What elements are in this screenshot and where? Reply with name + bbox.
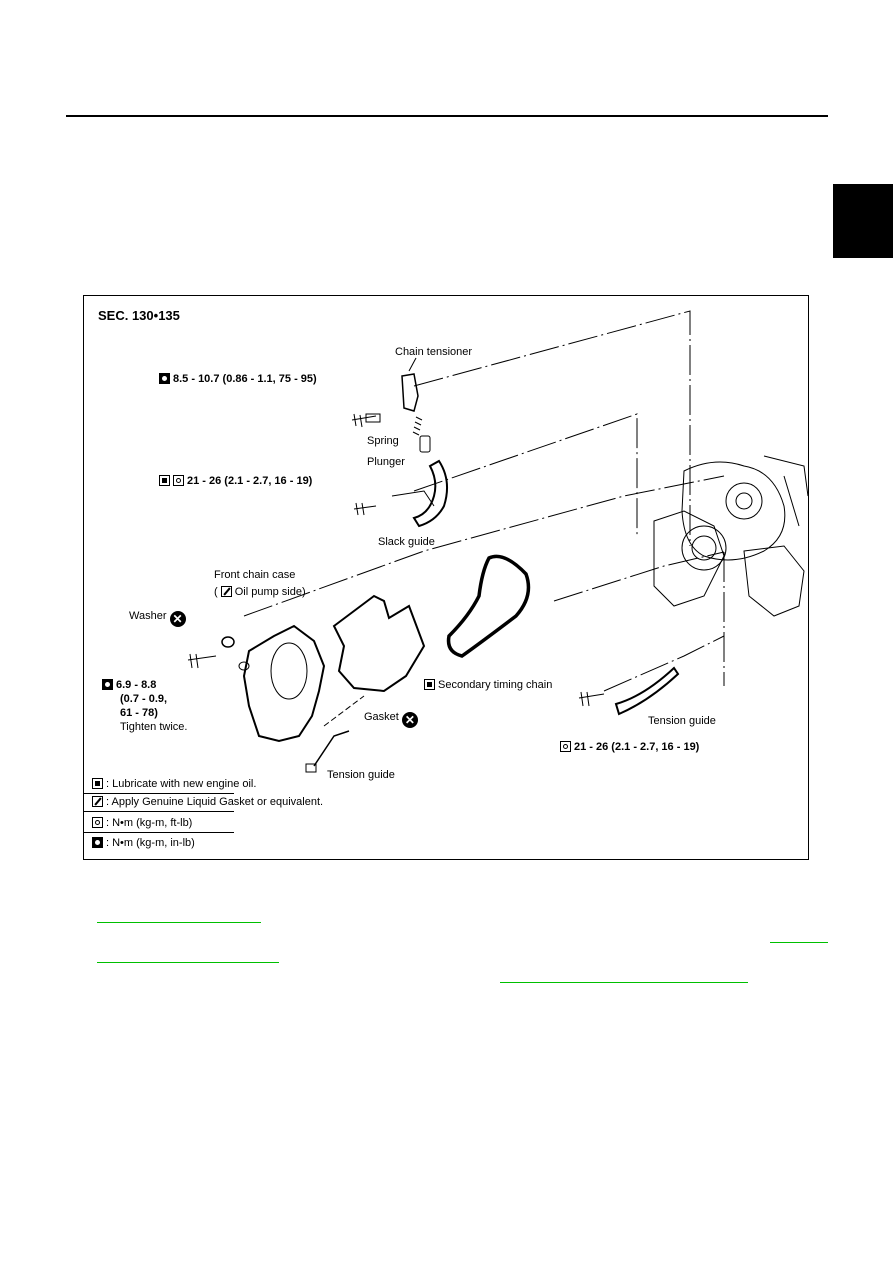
secondary-timing-chain-text: Secondary timing chain	[438, 679, 553, 691]
torque-value: 8.5 - 10.7 (0.86 - 1.1, 75 - 95)	[173, 373, 317, 385]
torque-tensioner-callout: 8.5 - 10.7 (0.86 - 1.1, 75 - 95)	[159, 373, 317, 386]
legend-text: : N•m (kg-m, in-lb)	[106, 837, 195, 849]
oil-can-icon	[92, 778, 103, 789]
torque-case-line-2: (0.7 - 0.9,	[120, 693, 168, 705]
reference-link-2a[interactable]	[770, 942, 828, 943]
torque-value: 21 - 26 (2.1 - 2.7, 16 - 19)	[574, 741, 700, 753]
header-rule	[66, 115, 828, 117]
torque-wrench-inlb-icon	[159, 373, 170, 384]
legend-item-gasket: : Apply Genuine Liquid Gasket or equival…	[92, 796, 323, 808]
exploded-view-figure: SEC. 130•135 Chain tensioner 8.5 - 10.7 …	[83, 295, 809, 860]
torque-value: 6.9 - 8.8	[116, 679, 157, 691]
oil-can-icon	[159, 475, 170, 486]
replace-part-icon: ✕	[401, 712, 418, 728]
liquid-gasket-icon	[220, 586, 232, 597]
gasket-text: Gasket	[364, 711, 399, 723]
legend-divider	[84, 811, 234, 812]
oil-can-icon	[424, 679, 435, 690]
torque-tension-guide-callout: 21 - 26 (2.1 - 2.7, 16 - 19)	[560, 741, 699, 754]
spring-label: Spring	[367, 435, 399, 447]
torque-wrench-inlb-icon	[92, 837, 103, 848]
washer-label: Washer✕	[129, 610, 186, 627]
legend-text: : Lubricate with new engine oil.	[106, 778, 257, 790]
slack-guide-label: Slack guide	[378, 536, 435, 548]
reference-link-3[interactable]	[500, 982, 748, 983]
chain-tensioner-label: Chain tensioner	[395, 346, 473, 358]
reference-link-2b[interactable]	[97, 962, 279, 963]
legend-divider	[84, 832, 234, 833]
torque-slack-guide-callout: 21 - 26 (2.1 - 2.7, 16 - 19)	[159, 475, 312, 488]
plunger-label: Plunger	[367, 456, 405, 468]
tension-guide-bottom-label: Tension guide	[327, 769, 395, 781]
torque-wrench-icon	[173, 475, 184, 486]
oil-pump-side-label: ( Oil pump side)	[214, 586, 306, 598]
replace-part-icon: ✕	[169, 611, 186, 627]
section-index-tab[interactable]	[833, 184, 893, 258]
legend-item-torque-inlb: : N•m (kg-m, in-lb)	[92, 837, 195, 849]
torque-value: 21 - 26 (2.1 - 2.7, 16 - 19)	[187, 475, 313, 487]
torque-wrench-icon	[560, 741, 571, 752]
legend-item-oil: : Lubricate with new engine oil.	[92, 778, 256, 790]
torque-case-line-1: 6.9 - 8.8	[102, 679, 156, 692]
legend-text: : N•m (kg-m, ft-lb)	[106, 817, 193, 829]
tension-guide-right-label: Tension guide	[648, 715, 716, 727]
legend-divider	[84, 793, 234, 794]
torque-wrench-inlb-icon	[102, 679, 113, 690]
reference-link-1[interactable]	[97, 922, 261, 923]
torque-case-line-3: 61 - 78)	[120, 707, 158, 719]
washer-text: Washer	[129, 610, 167, 622]
liquid-gasket-icon	[92, 796, 103, 807]
legend-item-torque-ftlb: : N•m (kg-m, ft-lb)	[92, 817, 192, 829]
front-chain-case-label: Front chain case	[214, 569, 296, 581]
oil-pump-side-text: Oil pump side)	[234, 586, 306, 598]
tighten-twice-note: Tighten twice.	[120, 721, 188, 733]
section-number: SEC. 130•135	[98, 308, 180, 323]
exploded-view-drawing	[187, 310, 808, 773]
legend-text: : Apply Genuine Liquid Gasket or equival…	[106, 796, 324, 808]
torque-wrench-icon	[92, 817, 103, 828]
gasket-label: Gasket✕	[364, 711, 418, 728]
secondary-timing-chain-label: Secondary timing chain	[424, 679, 552, 692]
